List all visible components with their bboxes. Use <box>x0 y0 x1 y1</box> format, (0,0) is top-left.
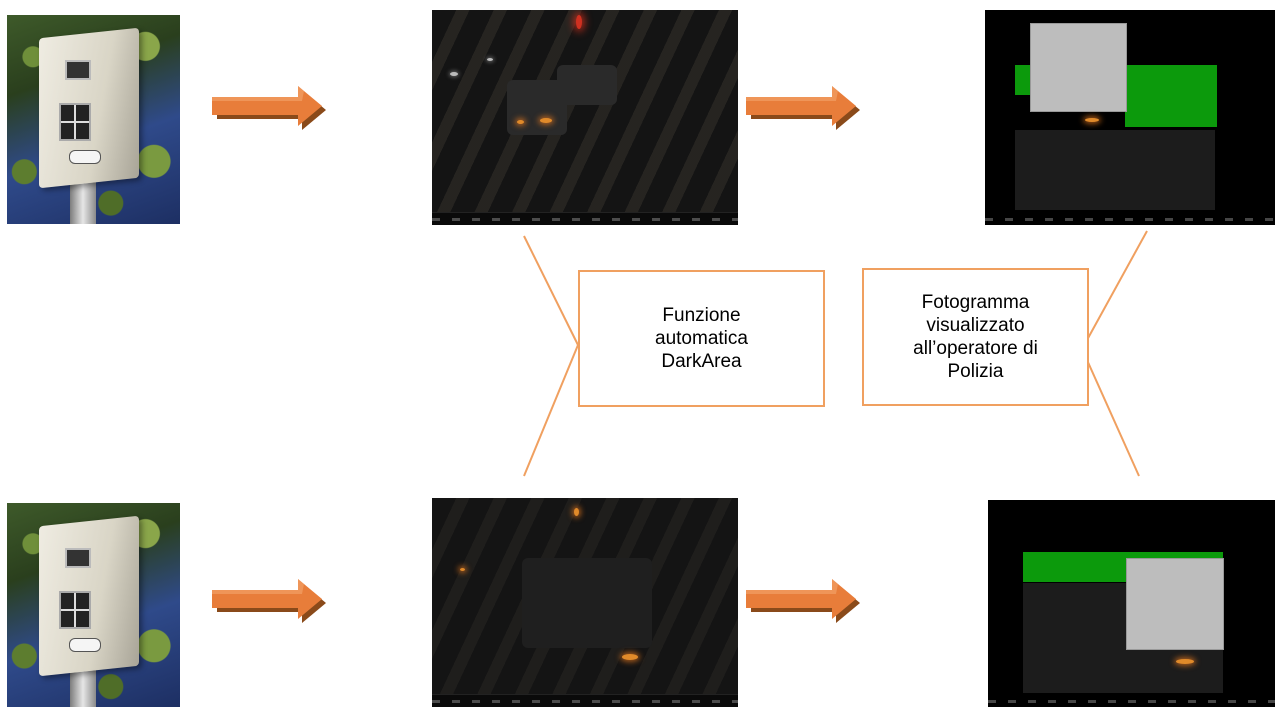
right-arrow-icon <box>746 86 860 130</box>
mask-grey-block <box>1030 23 1127 112</box>
mask-grey-block <box>1126 558 1224 650</box>
speed-camera-photo <box>7 503 180 707</box>
mask-green-block <box>1125 65 1217 127</box>
connector-line <box>523 344 579 477</box>
callout-operator: Fotogramma visualizzato all’operatore di… <box>862 268 1089 406</box>
night-traffic-photo <box>432 498 738 707</box>
right-arrow-icon <box>212 579 326 623</box>
processed-frame <box>985 10 1275 225</box>
callout-darkarea: Funzione automatica DarkArea <box>578 270 825 407</box>
callout-operator-text: Fotogramma visualizzato all’operatore di… <box>913 292 1038 382</box>
processed-frame <box>988 500 1275 707</box>
right-arrow-icon <box>212 86 326 130</box>
callout-darkarea-text: Funzione automatica DarkArea <box>655 305 748 372</box>
connector-line <box>1086 230 1148 341</box>
connector-line <box>1086 359 1140 477</box>
connector-line <box>523 235 579 346</box>
night-traffic-photo <box>432 10 738 225</box>
speed-camera-photo <box>7 15 180 224</box>
right-arrow-icon <box>746 579 860 623</box>
